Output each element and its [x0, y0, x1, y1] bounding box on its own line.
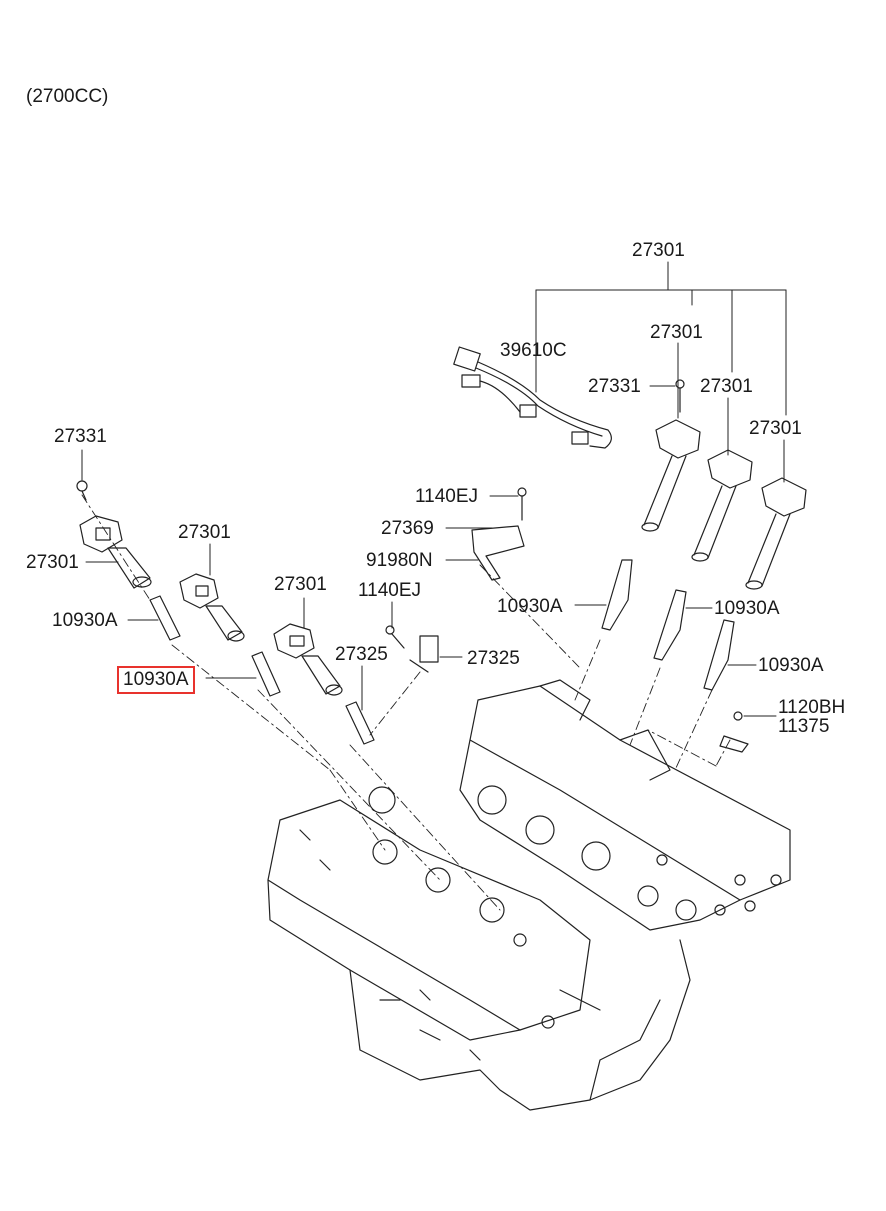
- callout-10930a-right-2[interactable]: 10930A: [714, 598, 780, 619]
- callout-27325-right[interactable]: 27325: [467, 648, 520, 669]
- installation-dash-lines: [81, 494, 731, 911]
- callout-27369-bracket[interactable]: 27369: [381, 518, 434, 539]
- engine-block: [267, 679, 791, 1111]
- callout-1140ej-mid[interactable]: 1140EJ: [358, 580, 422, 601]
- callout-91980n[interactable]: 91980N: [366, 550, 433, 571]
- ignition-coil-center-2: [273, 623, 343, 696]
- callout-27301-right-1[interactable]: 27301: [650, 322, 703, 343]
- callout-1120bh[interactable]: 1120BH: [778, 697, 846, 718]
- leader-lines: [81, 261, 787, 717]
- callout-27301-right-2[interactable]: 27301: [700, 376, 753, 397]
- ignition-coil-left: [76, 480, 152, 589]
- callout-10930a-right-3[interactable]: 10930A: [758, 655, 824, 676]
- callout-27301-right-3[interactable]: 27301: [749, 418, 802, 439]
- callout-27325-left[interactable]: 27325: [335, 644, 388, 665]
- knock-sensor-and-bracket: [385, 487, 749, 753]
- callout-27301-center-1[interactable]: 27301: [178, 522, 231, 543]
- ignition-coil-right-2: [691, 449, 753, 562]
- engine-displacement-note: (2700CC): [26, 86, 109, 107]
- callout-1140ej-top[interactable]: 1140EJ: [415, 486, 479, 507]
- callout-27301-top-group[interactable]: 27301: [632, 240, 685, 261]
- callout-10930a-right-1[interactable]: 10930A: [497, 596, 563, 617]
- callout-10930a-highlighted[interactable]: 10930A: [117, 666, 195, 694]
- ignition-coil-right-1: [641, 379, 701, 532]
- callout-27301-center-2[interactable]: 27301: [274, 574, 327, 595]
- callout-10930a-left[interactable]: 10930A: [52, 610, 118, 631]
- callout-39610c-harness[interactable]: 39610C: [500, 340, 567, 361]
- callout-27301-left[interactable]: 27301: [26, 552, 79, 573]
- callout-11375[interactable]: 11375: [778, 716, 830, 737]
- callout-27331-left[interactable]: 27331: [54, 426, 107, 447]
- ignition-coil-center-1: [179, 573, 245, 642]
- ignition-coil-right-3: [745, 477, 807, 590]
- wiring-harness-39610c: [453, 346, 612, 449]
- callout-27331-right[interactable]: 27331: [588, 376, 641, 397]
- spark-plugs: [149, 559, 735, 745]
